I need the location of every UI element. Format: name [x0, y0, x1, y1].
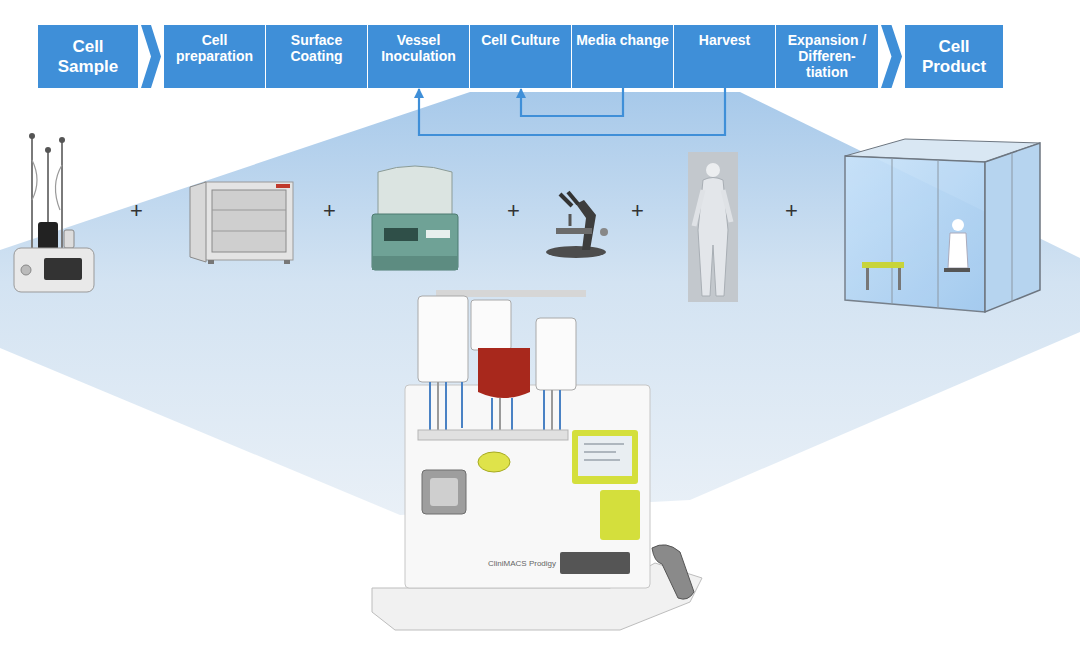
operator-photo	[688, 152, 738, 302]
cell-processor	[572, 430, 638, 484]
cell-processor	[430, 382, 560, 436]
cell-processor	[430, 478, 458, 506]
centrifuge	[372, 166, 458, 270]
cell-processor	[578, 436, 632, 476]
incubator	[190, 182, 293, 264]
cleanroom	[985, 143, 1040, 312]
step-label: Media change	[576, 32, 669, 48]
process-step-box: Cell Sample	[38, 25, 138, 88]
media-pump	[61, 140, 63, 250]
microscope	[556, 228, 592, 234]
cell-processor	[438, 382, 552, 434]
step-label: Harvest	[699, 32, 750, 48]
process-step-box: Media change	[572, 25, 674, 88]
step-label: Cell preparation	[168, 32, 261, 64]
process-step-box: Cell Product	[905, 25, 1003, 88]
centrifuge	[426, 230, 450, 238]
process-step-box: Expansion / Differen- tiation	[776, 25, 878, 88]
cleanroom	[1012, 153, 1013, 302]
cell-processor	[584, 444, 624, 460]
operator-photo	[694, 190, 731, 226]
microscope	[569, 214, 572, 226]
microscope	[568, 192, 578, 204]
media-pump	[31, 136, 33, 250]
cleanroom	[845, 156, 985, 312]
plus-sign: +	[323, 198, 336, 224]
step-label: Cell Product	[909, 37, 999, 76]
media-pump	[32, 160, 62, 210]
cell-processor	[418, 430, 568, 440]
media-pump	[64, 230, 74, 248]
media-pump	[29, 133, 35, 139]
step-label: Cell Culture	[481, 32, 560, 48]
cleanroom	[866, 268, 869, 290]
cell-processor	[478, 348, 530, 398]
feedback-arrow	[521, 88, 623, 116]
cell-processor	[471, 300, 511, 350]
cleanroom	[938, 160, 939, 308]
cleanroom	[862, 262, 904, 268]
cell-processor	[536, 318, 576, 390]
chevron-arrow	[141, 25, 161, 88]
incubator	[190, 182, 206, 262]
cleanroom	[892, 158, 893, 304]
process-step-box: Vessel Inoculation	[368, 25, 470, 88]
process-step-box: Surface Coating	[266, 25, 368, 88]
cleanroom	[944, 268, 970, 272]
incubator	[212, 190, 286, 252]
media-pump	[14, 248, 94, 292]
plus-sign: +	[130, 198, 143, 224]
incubator	[212, 231, 286, 232]
incubator	[208, 260, 214, 264]
media-pump	[21, 265, 31, 275]
incubator	[205, 182, 293, 260]
plus-sign: +	[785, 198, 798, 224]
cleanroom	[845, 139, 1040, 312]
cell-processor	[418, 296, 468, 382]
centrifuge	[372, 256, 458, 270]
media-pump	[44, 258, 82, 280]
operator-photo	[688, 152, 738, 302]
process-step-box: Harvest	[674, 25, 776, 88]
cell-processor	[560, 552, 630, 574]
centrifuge	[372, 214, 458, 270]
process-step-box: Cell Culture	[470, 25, 572, 88]
plus-sign: +	[631, 198, 644, 224]
incubator	[276, 184, 290, 188]
centrifuge	[384, 228, 418, 241]
operator-photo	[706, 163, 720, 177]
chevron-arrow	[881, 25, 902, 88]
media-pump	[59, 137, 65, 143]
microscope	[546, 246, 606, 258]
step-label: Expansion / Differen- tiation	[780, 32, 874, 80]
cleanroom	[952, 219, 964, 231]
cell-processor	[405, 385, 650, 588]
incubator	[212, 210, 286, 211]
cell-processor	[372, 290, 702, 630]
cleanroom	[948, 233, 968, 268]
device-name: CliniMACS Prodigy	[488, 559, 556, 568]
plus-sign: +	[507, 198, 520, 224]
microscope	[576, 200, 596, 250]
process-step-box: Cell preparation	[164, 25, 266, 88]
incubator	[284, 260, 290, 264]
step-label: Vessel Inoculation	[372, 32, 465, 64]
centrifuge	[378, 166, 452, 216]
cleanroom	[898, 268, 901, 290]
microscope	[600, 228, 608, 236]
feedback-arrow	[419, 88, 725, 135]
step-label: Cell Sample	[42, 37, 134, 76]
cell-processor	[600, 490, 640, 540]
step-label: Surface Coating	[270, 32, 363, 64]
media-pump	[45, 147, 51, 153]
cell-processor	[422, 470, 466, 514]
media-pump	[14, 133, 94, 292]
cell-processor	[652, 545, 694, 599]
media-pump	[38, 222, 58, 250]
microscope	[546, 192, 608, 258]
cell-processor	[478, 452, 510, 472]
